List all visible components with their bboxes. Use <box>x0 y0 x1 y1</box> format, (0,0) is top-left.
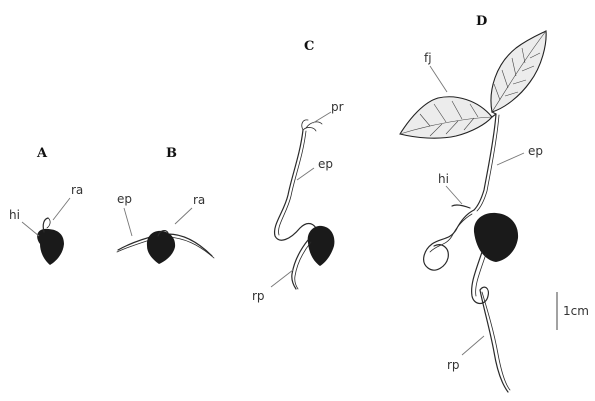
stage-c-epicotyl-2 <box>278 131 306 235</box>
stage-a-seed <box>37 229 64 265</box>
stage-d-fj-leader <box>430 66 447 92</box>
stage-a-label-hi: hi <box>9 208 20 222</box>
stage-a-label: A <box>36 146 48 161</box>
stage-c-ep-leader <box>297 168 314 180</box>
stage-c-label-rp: rp <box>252 289 265 303</box>
stage-b-ra-leader <box>175 208 192 224</box>
stage-c-label: C <box>304 39 314 54</box>
stage-c-label-ep: ep <box>318 157 333 171</box>
stage-d-hi-base <box>452 205 470 208</box>
stage-a-hi-leader <box>22 222 39 236</box>
stage-d-upper-leaf <box>491 31 546 112</box>
stage-b-label-ra: ra <box>193 193 205 207</box>
stage-b-label-ep: ep <box>117 192 132 206</box>
stage-d-label-fj: fj <box>424 51 432 65</box>
stage-d-hypocotyl-loop-2 <box>430 214 472 252</box>
stage-d-taproot-2 <box>476 254 510 390</box>
stage-b-seed <box>147 231 175 264</box>
stage-a-hook <box>47 218 50 228</box>
stage-c-label-pr: pr <box>331 100 344 114</box>
stage-c-rp-leader <box>271 270 293 287</box>
stage-c-plumule <box>302 120 322 131</box>
stage-d-lower-leaf <box>400 97 492 138</box>
stage-c-seedling <box>271 112 334 289</box>
stage-d-taproot <box>472 252 508 392</box>
stage-d-label-hi: hi <box>438 172 449 186</box>
stage-d-label: D <box>476 14 487 29</box>
stage-c-pr-leader <box>313 112 331 123</box>
stage-d-ep-leader <box>497 153 524 165</box>
stage-a-ra-leader <box>53 198 70 220</box>
stage-d-hi-leader <box>446 186 462 204</box>
stage-a-label-ra: ra <box>71 183 83 197</box>
stage-d-epicotyl-2 <box>477 115 499 211</box>
stage-c-root-2 <box>295 242 311 289</box>
stage-b-ep-leader <box>124 208 132 236</box>
stage-b-seedling <box>117 208 214 264</box>
stage-d-rp-leader <box>462 336 484 355</box>
stage-b-label: B <box>166 146 177 161</box>
stage-d-seedling <box>400 31 546 392</box>
stage-c-epicotyl <box>275 130 316 240</box>
stage-d-label-rp: rp <box>447 358 460 372</box>
stage-d-label-ep: ep <box>528 144 543 158</box>
scale-bar-label: 1cm <box>563 304 589 318</box>
stage-c-root <box>292 240 308 289</box>
stage-a-seedling <box>22 198 70 265</box>
stage-c-seed <box>308 226 335 266</box>
